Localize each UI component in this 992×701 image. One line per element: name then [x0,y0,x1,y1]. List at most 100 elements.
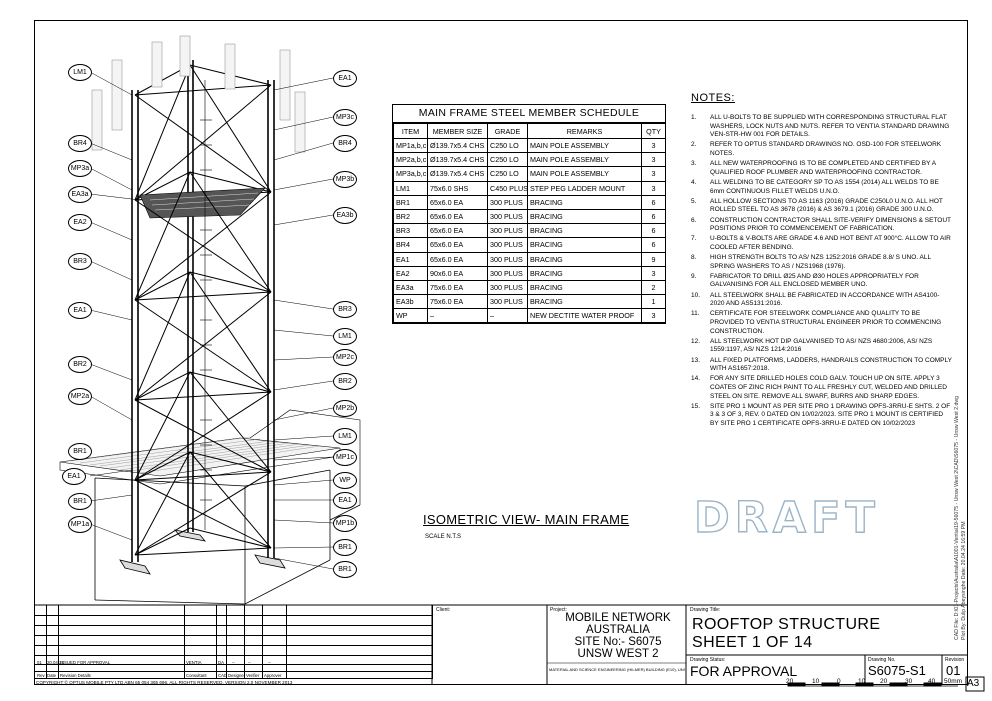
note-number: 9. [691,272,697,280]
note-text: FABRICATOR TO DRILL Ø25 AND Ø30 HOLES AP… [710,272,919,289]
schedule-cell: 3 [641,180,666,196]
callout-tag: BR2 [333,373,357,390]
draft-watermark: DRAFT [693,492,880,543]
schedule-cell: BRACING [527,251,642,267]
callout-tag: BR2 [68,356,92,373]
rev-header: Consultant [186,673,207,678]
rev-header: Rev [37,673,45,678]
rev-cad: DA [218,660,224,665]
rev-header: Verifier [246,673,260,678]
schedule-cell: C250 LO [487,137,528,154]
callout-tag: BR1 [333,539,357,556]
callout-tag: MP1a [68,516,92,533]
revision-number: 01 [946,663,961,678]
rev-header: Revision Details [60,673,91,678]
schedule-cell: MP2a,b,c [393,152,428,168]
schedule-cell: BR1 [393,194,428,210]
schedule-cell: LM1 [393,180,428,196]
schedule-cell: 300 PLUS [487,223,528,239]
callout-tag: BR4 [333,135,357,152]
view-title: ISOMETRIC VIEW- MAIN FRAME [423,512,630,527]
schedule-cell: 65x6.0 EA [427,194,488,210]
callout-tag: EA1 [62,468,86,485]
drawing-title-line: SHEET 1 OF 14 [692,634,813,651]
rev-date: 20.04.24 [47,660,64,665]
note-number: 3. [691,160,697,168]
scale-label: 20 [786,678,794,685]
callout-tag: EA3a [68,186,92,203]
callout-tag: LM1 [333,428,357,445]
schedule-cell: 300 PLUS [487,237,528,253]
schedule-cell: EA3a [393,279,428,296]
drawing-status: FOR APPROVAL [690,663,798,679]
callout-tag: MP3b [333,171,357,188]
schedule-cell: BRACING [527,279,642,296]
callout-tag: MP2c [333,349,357,366]
schedule-cell: BRACING [527,265,642,281]
schedule-cell: 300 PLUS [487,194,528,210]
schedule-cell: 3 [641,137,666,154]
drawing-title-line: ROOFTOP STRUCTURE [692,616,881,633]
schedule-cell: C250 LO [487,152,528,168]
schedule-cell: 75x6.0 SHS [427,180,488,196]
schedule-cell: 3 [641,152,666,168]
rev-header: Approver [264,673,282,678]
note-item: 7. U-BOLTS & V-BOLTS ARE GRADE 4.6 AND HO… [691,235,953,252]
revision-table [34,605,433,679]
schedule-cell: 6 [641,194,666,210]
note-number: 2. [691,141,697,149]
schedule-cell: BR2 [393,208,428,225]
callout-tag: EA1 [68,302,92,319]
schedule-cell: 65x6.0 EA [427,223,488,239]
note-text: ALL HOLLOW SECTIONS TO AS 1163 (2016) GR… [710,197,943,214]
note-number: 1. [691,114,697,121]
note-item: 9. FABRICATOR TO DRILL Ø25 AND Ø30 HOLES … [691,273,953,290]
rev-approver: -- [268,660,271,665]
note-text: U-BOLTS & V-BOLTS ARE GRADE 4.6 AND HOT … [710,235,951,251]
rev-verifier: -- [248,660,251,665]
note-item: 14.FOR ANY SITE DRILLED HOLES COLD GALV.… [691,375,953,401]
note-text: HIGH STRENGTH BOLTS TO AS/ NZS 1252:2016… [710,254,931,270]
callout-tag: BR1 [333,561,357,578]
project-line: SITE No:- S6075 [574,636,662,648]
schedule-cell: BR3 [393,223,428,239]
note-text: CONSTRUCTION CONTRACTOR SHALL SITE-VERIF… [710,216,951,233]
schedule-cell: 300 PLUS [487,265,528,281]
schedule-header: ITEM [393,123,428,139]
note-item: 8.HIGH STRENGTH BOLTS TO AS/ NZS 1252:20… [691,254,953,271]
callout-tag: LM1 [333,328,357,345]
note-number: 14. [691,375,701,383]
note-number: 12. [691,337,701,345]
project-block: MOBILE NETWORK AUSTRALIA SITE No:- S6075… [552,612,684,660]
sheet-size: A3 [967,678,980,689]
rev-designer: -- [232,660,235,665]
callout-tag: BR1 [68,493,92,510]
rev-number: 01 [37,660,42,665]
schedule-cell: 3 [641,166,666,182]
schedule-cell: STEP PEG LADDER MOUNT [527,180,642,196]
note-item: 4.ALL WELDING TO BE CATEGORY SP TO AS 15… [691,179,953,196]
schedule-cell: 300 PLUS [487,294,528,310]
scale-label: 50mm [944,678,963,685]
note-text: ALL STEELWORK SHALL BE FABRICATED IN ACC… [710,291,940,308]
note-text: ALL U-BOLTS TO BE SUPPLIED WITH CORRESPO… [710,114,950,139]
schedule-cell: BRACING [527,194,642,210]
schedule-cell: NEW DECTITE WATER PROOF [527,308,642,324]
note-text: ALL FIXED PLATFORMS, LADDERS, HANDRAILS … [710,356,952,373]
callout-tag: BR1 [68,443,92,460]
notes-panel: NOTES: 1.ALL U-BOLTS TO BE SUPPLIED WITH… [691,92,953,430]
note-number: 11. [691,310,700,318]
schedule-cell: 300 PLUS [487,208,528,225]
note-number: 4. [691,178,697,186]
schedule-cell: BRACING [527,294,642,310]
note-number: 5. [691,197,697,205]
note-number: 7. [691,235,697,243]
note-item: 12.ALL STEELWORK HOT DIP GALVANISED TO A… [691,338,953,355]
schedule-cell: 300 PLUS [487,251,528,267]
rev-desc: ISSUED FOR APPROVAL [60,660,111,665]
schedule-cell: MAIN POLE ASSEMBLY [527,137,642,154]
